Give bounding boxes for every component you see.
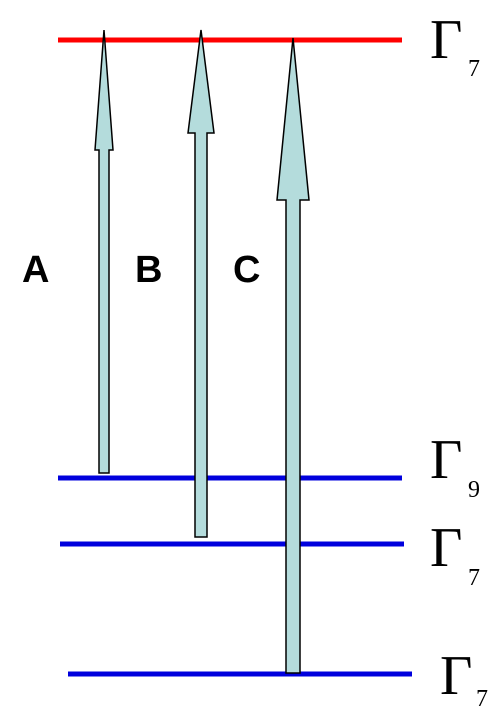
low-gamma7-symbol: Γ [440, 645, 472, 707]
transition-c-label: C [233, 249, 260, 291]
transition-b-arrow [187, 29, 215, 538]
mid-gamma7-subscript: 7 [468, 565, 480, 591]
upper-gamma7-symbol: Γ [430, 9, 462, 71]
gamma9-subscript: 9 [468, 477, 480, 503]
low-gamma7-label: Γ 7 [440, 645, 488, 709]
transition-a-label: A [22, 249, 49, 291]
mid-gamma7-symbol: Γ [430, 517, 462, 579]
upper-gamma7-subscript: 7 [468, 56, 480, 82]
transition-b-label: B [135, 249, 162, 291]
gamma9-label: Γ 9 [430, 429, 480, 503]
transition-c-arrow [276, 37, 310, 674]
upper-gamma7-label: Γ 7 [430, 9, 480, 82]
mid-gamma7-label: Γ 7 [430, 517, 480, 591]
low-gamma7-subscript: 7 [476, 686, 488, 709]
transition-a-arrow [94, 29, 114, 474]
gamma9-symbol: Γ [430, 429, 462, 491]
